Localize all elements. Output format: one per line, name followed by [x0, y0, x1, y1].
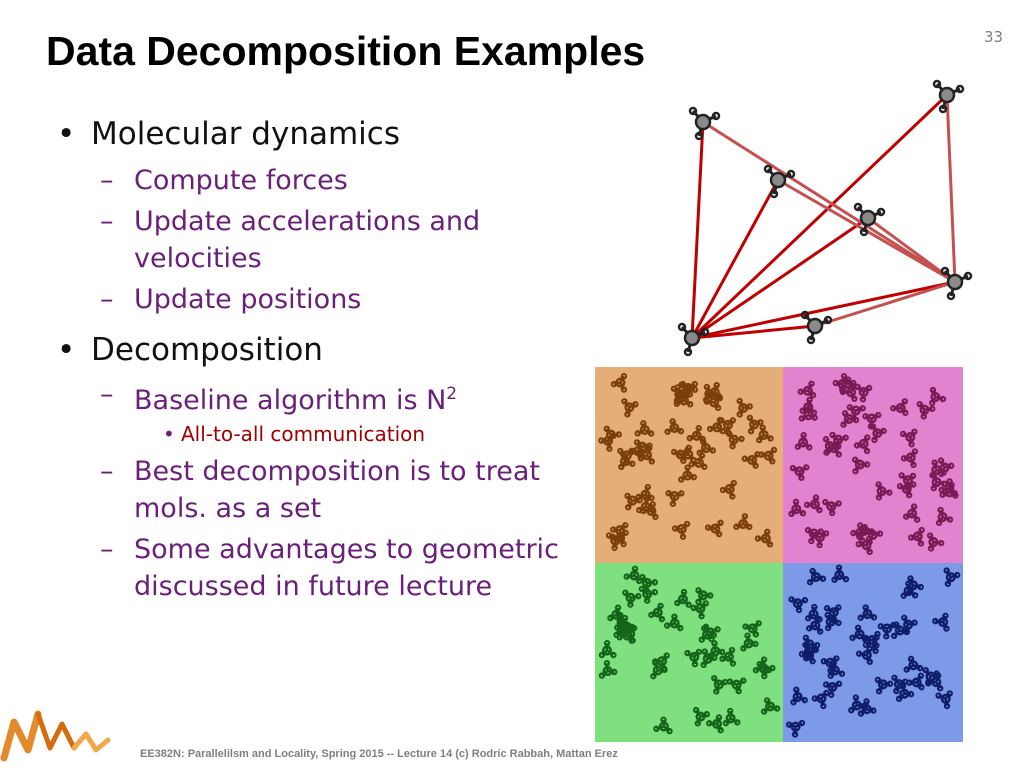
force-line	[691, 324, 816, 340]
bullet-molecular-dynamics: Molecular dynamics	[55, 112, 595, 156]
force-line	[690, 93, 949, 340]
sub-bullet-text: Update accelerations and velocities	[134, 206, 481, 274]
force-line	[702, 120, 956, 284]
sub-bullet-text: Compute forces	[134, 165, 348, 196]
slide-footer: EE382N: Parallelilsm and Locality, Sprin…	[140, 748, 618, 760]
sub-bullet-text: Update positions	[134, 284, 362, 315]
sub-bullet-geometric: –Some advantages to geometric discussed …	[100, 534, 559, 602]
nwnw-logo-icon	[0, 710, 111, 762]
force-line	[691, 216, 869, 340]
force-lines	[690, 93, 957, 340]
sub-bullet-text: Baseline algorithm is N	[134, 385, 447, 416]
sub-bullet-text: Best decomposition is to treat mols. as …	[134, 456, 540, 524]
bullet-list: Molecular dynamics –Compute forces –Upda…	[55, 112, 595, 605]
force-line	[690, 121, 705, 339]
molecule-icon	[688, 106, 721, 141]
force-line	[691, 280, 956, 340]
sub-bullet-update-accelerations: –Update accelerations and velocities	[100, 206, 481, 274]
sub-bullet-update-positions: –Update positions	[100, 284, 362, 315]
force-line	[867, 216, 956, 284]
sub-bullet-text: Some advantages to geometric discussed i…	[134, 534, 559, 602]
bullet-decomposition: Decomposition	[55, 328, 595, 372]
sub-bullet-baseline: –Baseline algorithm is N2	[100, 379, 458, 416]
force-line	[945, 94, 957, 283]
force-line	[814, 280, 956, 328]
large-molecules	[677, 79, 973, 357]
slide-title: Data Decomposition Examples	[46, 28, 646, 74]
sub-bullet-compute-forces: –Compute forces	[100, 165, 348, 196]
sub-sub-bullet-all-to-all: All-to-all communication	[163, 419, 595, 449]
sub-bullet-best-decomposition: –Best decomposition is to treat mols. as…	[100, 456, 540, 524]
superscript: 2	[446, 384, 458, 404]
slide-number: 33	[984, 28, 1004, 46]
force-line	[690, 179, 780, 339]
